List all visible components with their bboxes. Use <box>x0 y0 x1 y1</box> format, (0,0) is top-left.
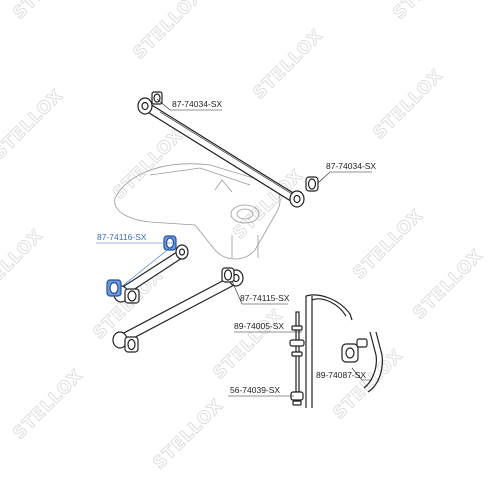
watermark-text: STELLOX <box>0 85 68 163</box>
part-label-5: 89-74005-SX <box>234 321 284 331</box>
watermark-text: STELLOX <box>9 0 87 24</box>
part-label-6: 89-74087-SX <box>316 370 366 380</box>
stabilizer-bar <box>305 294 383 408</box>
part-label-1: 87-74034-SX <box>172 99 222 109</box>
watermark-text: STELLOX <box>369 65 447 143</box>
part-label-3: 87-74116-SX <box>97 232 147 242</box>
part-label-2: 87-74034-SX <box>326 161 376 171</box>
part-label-7: 56-74039-SX <box>230 385 280 395</box>
watermark-text: STELLOX <box>129 0 207 64</box>
stabilizer-bushing <box>341 338 368 363</box>
stabilizer-link <box>289 311 305 406</box>
watermark-text: STELLOX <box>9 365 87 443</box>
watermark-text: STELLOX <box>349 205 427 283</box>
axle-housing <box>114 163 281 260</box>
watermark-text: STELLOX <box>149 395 227 473</box>
watermark-text: STELLOX <box>389 0 467 24</box>
bushing-arm-upper <box>221 267 235 283</box>
bushing-top-right <box>289 176 319 208</box>
leader-lines <box>96 98 372 397</box>
watermark-text: STELLOX <box>0 225 48 303</box>
watermark-text: STELLOX <box>249 25 327 103</box>
watermark-text: STELLOX <box>209 305 287 383</box>
watermark-text: STELLOX <box>409 245 487 323</box>
watermark-layer: STELLOXSTELLOXSTELLOXSTELLOXSTELLOXSTELL… <box>0 0 488 474</box>
bushing-blue-lower <box>106 279 122 297</box>
bushing-arm-lower <box>124 336 139 353</box>
bushing-small-lower <box>124 288 140 304</box>
part-label-4: 87-74115-SX <box>240 293 290 303</box>
